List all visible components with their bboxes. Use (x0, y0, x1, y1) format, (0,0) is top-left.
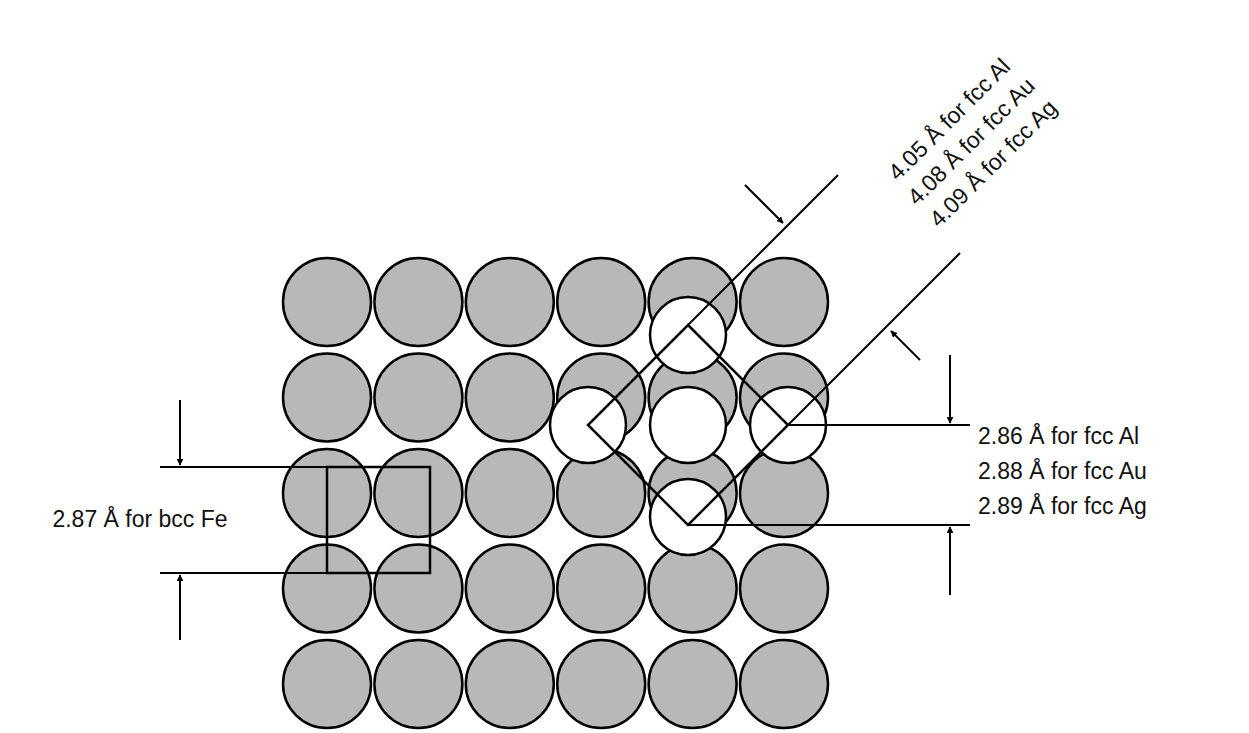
bcc-cell (327, 467, 430, 573)
fcc-atom (650, 479, 726, 555)
grey-atom (740, 545, 828, 633)
grey-atom (740, 640, 828, 728)
grey-atom (374, 545, 462, 633)
grey-atom (466, 640, 554, 728)
grey-atom (649, 640, 737, 728)
dimension-label: 2.87 Å for bcc Fe (52, 507, 227, 532)
extension-line (160, 572, 327, 574)
extension-line (160, 466, 327, 468)
extension-line (688, 175, 838, 325)
grey-atom (740, 258, 828, 346)
dimension-label: 2.88 Å for fcc Au (978, 459, 1147, 484)
grey-atom (466, 354, 554, 442)
grey-atom (374, 354, 462, 442)
dimension-arrow (745, 185, 783, 223)
grey-atom (374, 449, 462, 537)
fcc-atom (650, 387, 726, 463)
dimension-label: 2.86 Å for fcc Al (978, 424, 1139, 449)
atom-grid (283, 258, 828, 728)
dimension-arrow (179, 400, 181, 465)
grey-atom (557, 640, 645, 728)
grey-atom (283, 354, 371, 442)
unit-cells (327, 325, 788, 573)
fcc-atoms (550, 297, 826, 555)
grey-atom (649, 545, 737, 633)
extension-line (688, 524, 970, 526)
grey-atom (374, 258, 462, 346)
grey-atom (374, 640, 462, 728)
grey-atom (283, 258, 371, 346)
dimension-arrow (891, 331, 920, 360)
grey-atom (557, 449, 645, 537)
grey-atom (557, 258, 645, 346)
dimension-arrow (949, 527, 951, 595)
dimension-arrow (949, 355, 951, 423)
fcc-atom (650, 297, 726, 373)
grey-atom (557, 545, 645, 633)
grey-atom (283, 640, 371, 728)
dimension-arrow (179, 575, 181, 640)
fcc-cell (588, 325, 788, 525)
extension-line (788, 424, 970, 426)
extension-line (788, 253, 960, 425)
dimension-lines (160, 175, 970, 640)
dimension-label: 2.89 Å for fcc Ag (978, 494, 1147, 519)
grey-atom (466, 449, 554, 537)
grey-atom (466, 545, 554, 633)
grey-atom (466, 258, 554, 346)
